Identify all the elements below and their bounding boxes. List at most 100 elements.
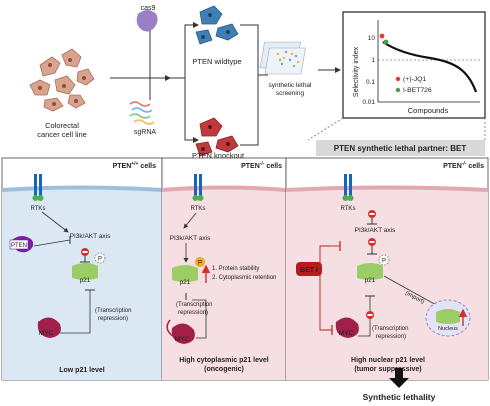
panel-ko-cyto-footer-1: High cytoplasmic p21 level bbox=[179, 357, 269, 364]
panel-ko-cyto-header: PTEN-/- cells bbox=[241, 161, 282, 170]
panel-ko-beti-footer-1: High nuclear p21 level bbox=[351, 357, 425, 364]
ko-to-screen-line bbox=[240, 75, 259, 146]
pten-label-bg bbox=[9, 239, 29, 250]
panel-ko-beti-p21: p21 bbox=[365, 277, 376, 284]
panel-ko-cyto-stability-2: 2. Cytoplasmic retention bbox=[212, 275, 276, 281]
rtk-icon bbox=[32, 174, 44, 201]
panel-wt-myc: MYC bbox=[39, 330, 54, 337]
p21-icon bbox=[172, 265, 198, 282]
chart-ytick-0.1: 0.1 bbox=[366, 79, 375, 86]
rtk-to-axis-arrow bbox=[41, 211, 69, 233]
down-arrow bbox=[389, 368, 409, 388]
legend-marker-ibet726 bbox=[395, 87, 401, 93]
myc-repress-line bbox=[192, 299, 207, 339]
panel-wt-rtks: RTKs bbox=[31, 206, 46, 212]
inhibit-marker-dash-2 bbox=[369, 241, 375, 243]
panel-ko-beti: PTEN-/- cells RTKs PI3k/AKT axis P p21 B… bbox=[285, 157, 489, 381]
panel-ko-cyto-stability-1: 1. Protein stability bbox=[212, 266, 259, 272]
phospho-orange bbox=[195, 257, 205, 267]
banner-guide-lines bbox=[307, 117, 486, 141]
panel-ko-cyto-rtks: RTKs bbox=[191, 206, 206, 212]
arrow-to-wildtype bbox=[170, 22, 199, 79]
p21-icon bbox=[72, 263, 98, 280]
panel-ko-cyto-footer-2: (oncogenic) bbox=[204, 366, 244, 373]
panel-ko-beti-transcription-1: (Transcription bbox=[372, 326, 408, 332]
bet-inhibitor-badge bbox=[296, 262, 322, 276]
chart-ytick-10: 10 bbox=[368, 35, 376, 42]
chart-curve bbox=[382, 41, 478, 93]
panel-ko-cyto-transcription-1: (Transcription bbox=[176, 302, 212, 308]
chart-ylabel: Selectivity index bbox=[353, 46, 360, 97]
panel-ko-beti-footer-2: (tumor suppressive) bbox=[354, 366, 421, 373]
phospho-placeholder bbox=[94, 252, 106, 264]
cas9-icon bbox=[136, 10, 158, 32]
chart-point-ibet726 bbox=[383, 39, 389, 45]
panel-ko-beti-membrane bbox=[285, 185, 489, 192]
import-arrow bbox=[383, 275, 439, 307]
panel-wt-transcription-2: repression) bbox=[98, 316, 128, 322]
legend-jq1: (+)-JQ1 bbox=[403, 76, 426, 83]
chart-point-jq1 bbox=[379, 33, 385, 39]
panel-ko-beti-p: P bbox=[382, 259, 386, 265]
knockout-cells-icon bbox=[195, 117, 239, 157]
inhibit-marker-dash-3 bbox=[367, 314, 373, 316]
panel-ko-beti-header: PTEN-/- cells bbox=[443, 161, 484, 170]
panel-ko-cyto-p: P bbox=[198, 261, 202, 267]
screen-label-1: synthetic lethal bbox=[269, 82, 313, 89]
cas9-label: cas9 bbox=[141, 5, 156, 12]
panel-wt-p21: p21 bbox=[80, 277, 91, 284]
p21-icon bbox=[357, 263, 383, 280]
chart-ytick-0.01: 0.01 bbox=[362, 99, 375, 106]
panel-ko-beti-rtks: RTKs bbox=[341, 206, 356, 212]
chart-ytick-1: 1 bbox=[371, 57, 375, 64]
panel-wt-axis: PI3k/AKT axis bbox=[70, 233, 111, 240]
inhibit-marker-dash bbox=[369, 213, 375, 215]
rtk-icon bbox=[192, 174, 204, 201]
rtk-to-axis-arrow bbox=[183, 212, 197, 229]
panel-ko-beti-nucleus: Nucleus bbox=[438, 326, 458, 332]
screening-plates-icon bbox=[259, 41, 306, 75]
panel-wt-header: PTEN+/+ cells bbox=[113, 161, 157, 170]
phospho-placeholder bbox=[378, 254, 390, 266]
arrow-to-knockout bbox=[184, 78, 199, 143]
chart-xlabel: Compounds bbox=[408, 106, 449, 115]
panel-ko-cyto: PTEN-/- cells RTKs PI3k/AKT axis P p21 1… bbox=[161, 157, 287, 381]
rtk-icon bbox=[342, 174, 354, 201]
panel-ko-beti-myc: MYC bbox=[339, 330, 354, 337]
colorectal-cells-icon bbox=[29, 48, 95, 112]
panel-wt-pten: PTEN bbox=[11, 243, 27, 249]
myc-repress-line bbox=[60, 290, 91, 334]
panel-ko-cyto-p21: p21 bbox=[180, 279, 191, 286]
panel-ko-beti-bet: BET i bbox=[300, 267, 318, 274]
chart-frame bbox=[342, 11, 486, 119]
wildtype-label: PTEN wildtype bbox=[192, 57, 241, 66]
panel-ko-cyto-membrane bbox=[161, 185, 287, 192]
wt-to-screen-line bbox=[240, 24, 268, 76]
selectivity-chart: Selectivity index 10 1 0.1 0.01 (+)-JQ1 … bbox=[342, 11, 486, 119]
panel-wt: PTEN+/+ cells RTKs PI3k/AKT axis PTEN P … bbox=[1, 157, 163, 381]
panel-wt-membrane bbox=[1, 185, 163, 192]
myc-icon bbox=[335, 317, 359, 338]
legend-ibet726: I-BET726 bbox=[403, 87, 432, 94]
panel-ko-beti-cytoplasm bbox=[286, 187, 488, 380]
panel-ko-cyto-transcription-2: repression) bbox=[178, 310, 208, 316]
screen-label-2: screening bbox=[276, 90, 305, 97]
sgrna-icon bbox=[129, 101, 155, 125]
conclusion-text: Synthetic lethality bbox=[363, 392, 436, 402]
panel-wt-transcription-1: (Transcription bbox=[95, 308, 131, 314]
panel-wt-footer: Low p21 level bbox=[59, 367, 105, 374]
panel-wt-p: P bbox=[98, 257, 102, 263]
partner-banner bbox=[316, 140, 485, 156]
bet-to-myc-line bbox=[319, 245, 332, 331]
myc-icon bbox=[171, 323, 195, 344]
panel-ko-cyto-myc: MYC bbox=[175, 336, 190, 343]
myc-repress-line bbox=[358, 296, 371, 337]
pten-inhibit-line bbox=[33, 239, 71, 247]
panel-ko-cyto-axis: PI3k/AKT axis bbox=[170, 235, 211, 242]
legend-marker-jq1 bbox=[395, 76, 401, 82]
cell-line-label-1: Colorectal bbox=[45, 121, 79, 130]
inhibit-marker-dash bbox=[82, 251, 88, 253]
partner-banner-text: PTEN synthetic lethal partner: BET bbox=[334, 144, 467, 153]
panel-ko-beti-transcription-2: repression) bbox=[376, 334, 406, 340]
